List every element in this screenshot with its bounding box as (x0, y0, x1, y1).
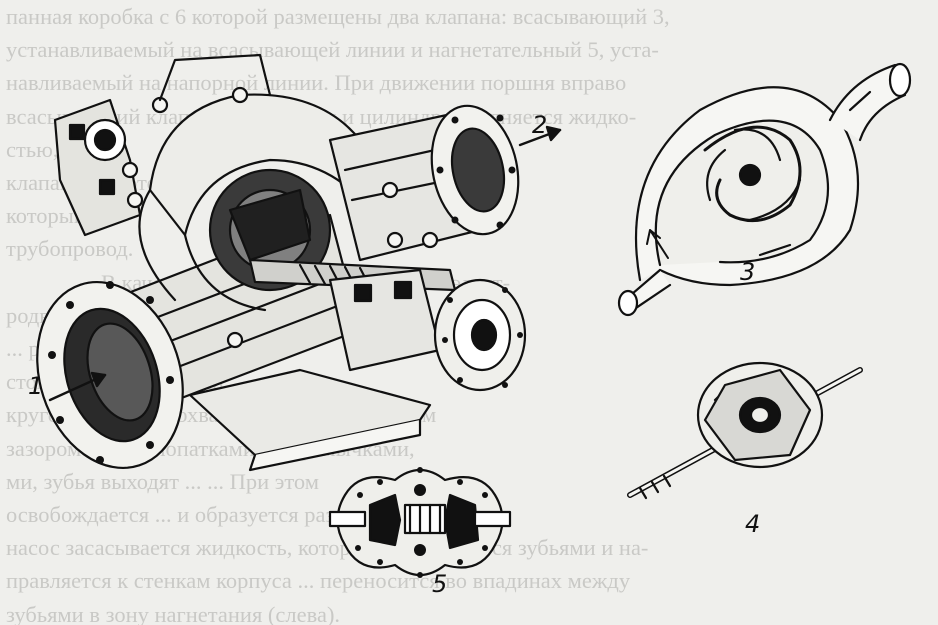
flow-arrows (48, 125, 562, 402)
figure-label-3: 3 (740, 258, 756, 286)
figure-label-1: 1 (28, 372, 44, 400)
text-line: устанавливаемый на всасывающей линии и н… (6, 37, 659, 63)
text-line: панная коробка с 6 которой размещены два… (6, 4, 670, 29)
figure-label-2: 2 (532, 111, 548, 139)
pump-impeller-drawing (627, 361, 863, 500)
figure-label-5: 5 (432, 570, 448, 598)
text-line: насос засасывается жидкость, которая зах… (6, 535, 649, 561)
text-line: навливаемый на напорной линии. При движе… (6, 70, 627, 96)
pump-volute-drawing (617, 62, 912, 317)
centrifugal-pump-drawing (36, 53, 527, 472)
text-line: трубопровод. (6, 236, 134, 262)
text-line: ми, зубья выходят ... ... При этом (6, 468, 319, 494)
text-line: зубьями в зону нагнетания (слева). (6, 601, 341, 625)
text-line: правляется к стенкам корпуса ... перенос… (6, 568, 631, 594)
gear-pump-drawing (328, 467, 512, 578)
figure-label-4: 4 (745, 510, 761, 538)
